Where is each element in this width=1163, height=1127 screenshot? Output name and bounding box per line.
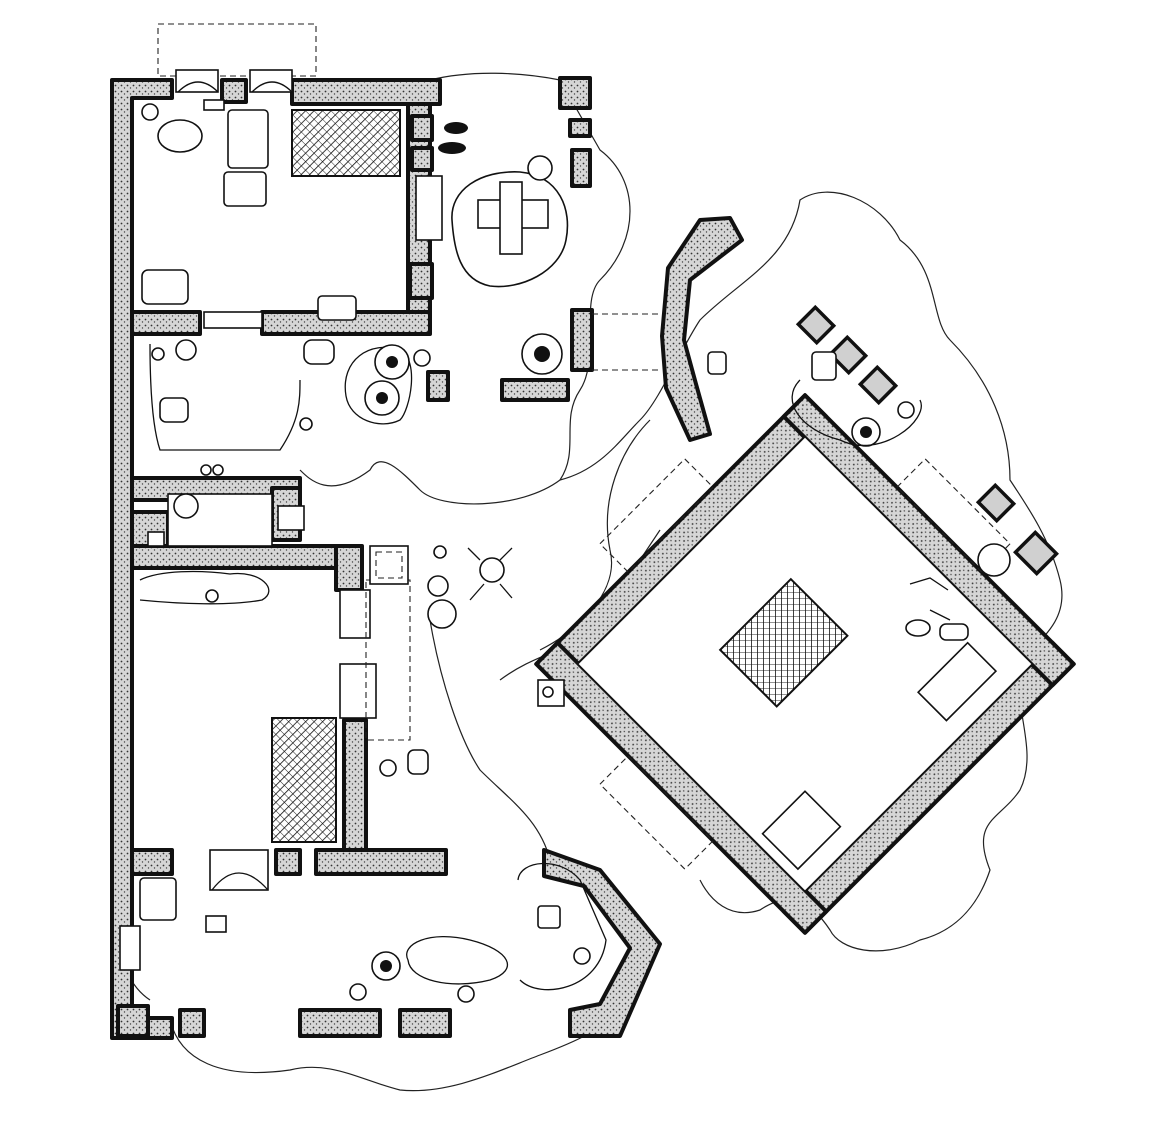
top-doors: [175, 69, 293, 93]
east-building: [534, 393, 1076, 935]
garden: [369, 545, 513, 629]
rug-big-room: [271, 717, 337, 843]
breezeway: [592, 313, 660, 371]
entrance-porch-outline: [157, 23, 317, 77]
rug-east-room: [718, 577, 849, 708]
big-room-furniture: [139, 570, 429, 843]
west-building-walls: [110, 76, 662, 1040]
kitchen-furniture: [119, 849, 607, 1003]
room-1-furniture: [141, 99, 401, 321]
room-2-furniture: [149, 311, 335, 451]
east-yard-items: [537, 543, 1011, 707]
courtyard: [415, 122, 569, 375]
round-ovens: [344, 344, 431, 425]
room-3-furniture: [147, 464, 305, 547]
rug-room-1: [291, 109, 401, 177]
east-north-wing: [660, 216, 1059, 576]
bed-room-1: [227, 109, 269, 169]
